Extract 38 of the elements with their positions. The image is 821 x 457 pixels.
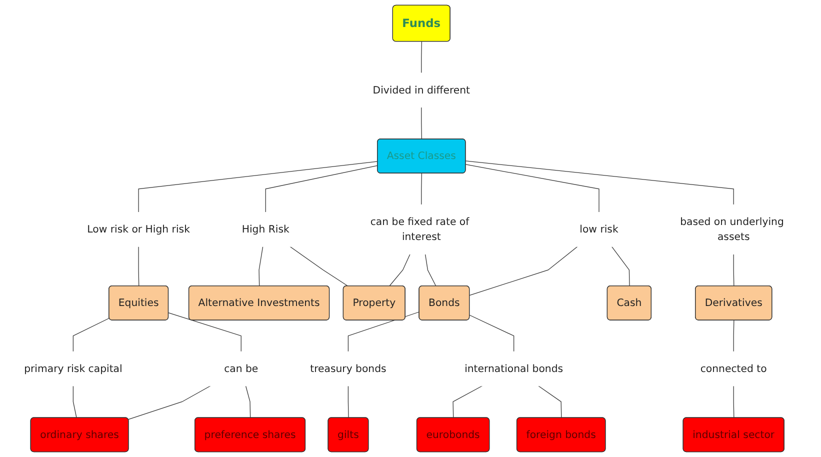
node-text: High Risk bbox=[242, 223, 290, 236]
connector bbox=[348, 312, 420, 352]
node-text: connected to bbox=[700, 362, 767, 374]
connector bbox=[538, 386, 562, 418]
connector bbox=[733, 386, 734, 418]
connector bbox=[72, 386, 77, 418]
connector bbox=[465, 160, 734, 206]
node-text: Low risk or High risk bbox=[87, 223, 190, 236]
connector bbox=[733, 254, 734, 286]
connector bbox=[733, 320, 734, 352]
connector bbox=[348, 386, 349, 418]
node-text: can be bbox=[224, 362, 258, 374]
connector bbox=[72, 318, 110, 352]
connector bbox=[424, 254, 436, 286]
node-text: primary risk capital bbox=[24, 362, 122, 374]
connector bbox=[138, 246, 140, 286]
connector bbox=[290, 246, 348, 286]
connector bbox=[421, 106, 422, 140]
connector bbox=[421, 41, 422, 74]
connector bbox=[611, 246, 630, 286]
connector bbox=[168, 312, 242, 352]
connector bbox=[258, 246, 264, 286]
node-text: treasury bonds bbox=[310, 362, 386, 374]
connector bbox=[421, 173, 422, 206]
connector bbox=[265, 165, 378, 213]
connector bbox=[465, 164, 600, 213]
connector bbox=[469, 246, 578, 296]
connector bbox=[469, 314, 514, 352]
node-text: based on underlying assets bbox=[680, 216, 784, 243]
connector bbox=[389, 254, 410, 286]
connector bbox=[452, 386, 483, 418]
connector bbox=[138, 161, 378, 213]
node-text: low risk bbox=[580, 223, 618, 236]
connector bbox=[245, 386, 251, 418]
node-text: Divided in different bbox=[372, 84, 470, 96]
node-text: international bonds bbox=[464, 362, 564, 374]
node-text: can be fixed rate of interest bbox=[370, 216, 470, 243]
connector bbox=[128, 386, 211, 420]
